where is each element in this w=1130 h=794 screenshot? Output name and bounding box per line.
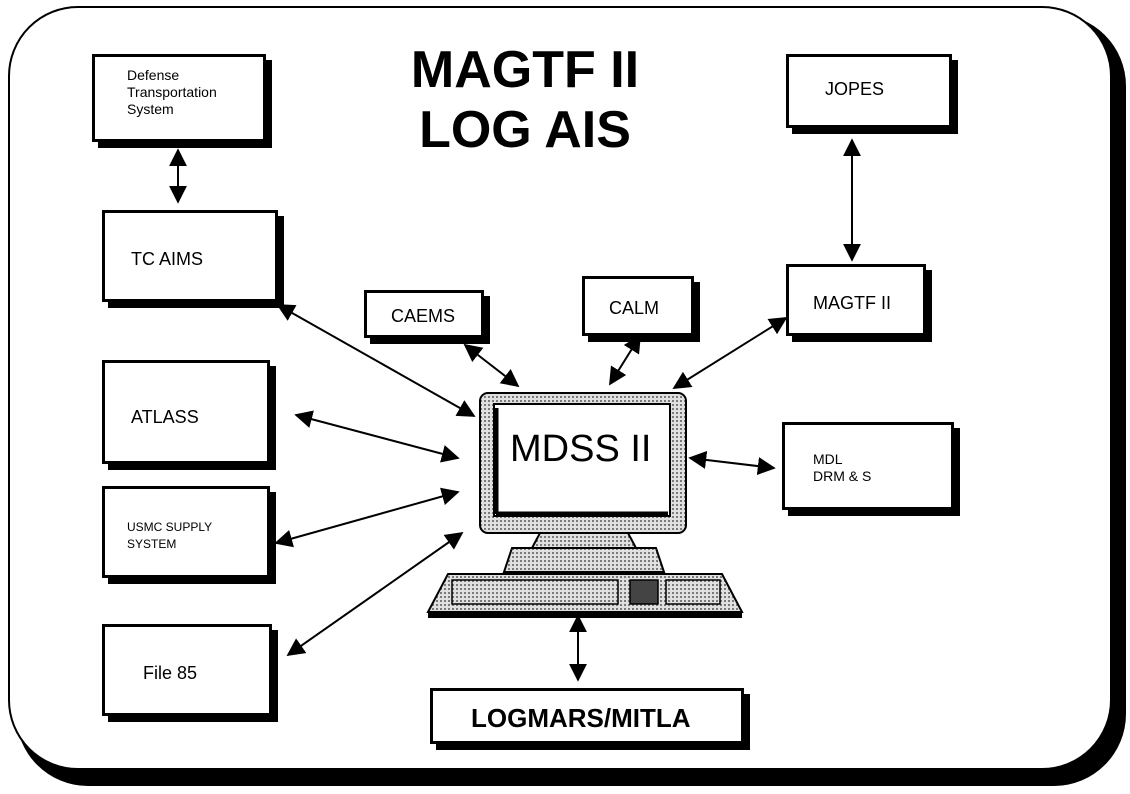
mdss-label: MDSS II xyxy=(510,428,652,470)
system-magtf2: MAGTF II xyxy=(786,264,926,336)
system-calm: CALM xyxy=(582,276,694,336)
system-file85: File 85 xyxy=(102,624,272,716)
arrow-mdss-mdl xyxy=(688,450,776,476)
system-caems-label: CAEMS xyxy=(391,306,456,326)
system-tcaims-label: TC AIMS xyxy=(131,249,204,269)
arrow-atlass-mdss xyxy=(294,410,460,463)
arrow-magtf-mdss xyxy=(672,317,788,389)
arrow-tcaims-mdss xyxy=(276,304,476,417)
system-calm-label: CALM xyxy=(609,298,660,318)
system-usmc-supply: USMC SUPPLY SYSTEM xyxy=(102,486,270,578)
system-dts-label: Defense Transportation System xyxy=(127,67,217,117)
system-magtf2-label: MAGTF II xyxy=(813,293,891,313)
system-logmars-label: LOGMARS/MITLA xyxy=(471,703,691,733)
system-caems: CAEMS xyxy=(364,290,484,338)
system-mdl: MDL DRM & S xyxy=(782,422,954,510)
system-jopes-label: JOPES xyxy=(825,79,885,99)
title-line-2: LOG AIS xyxy=(419,101,631,159)
system-logmars: LOGMARS/MITLA xyxy=(430,688,744,744)
diagram-title: MAGTF II LOG AIS xyxy=(380,40,670,160)
arrow-file85-mdss xyxy=(286,531,464,657)
system-mdl-label: MDL DRM & S xyxy=(813,451,872,484)
arrow-caems-mdss xyxy=(463,343,520,388)
system-file85-label: File 85 xyxy=(143,663,198,683)
title-line-1: MAGTF II xyxy=(410,41,640,99)
system-dts: Defense Transportation System xyxy=(92,54,266,142)
system-atlass: ATLASS xyxy=(102,360,270,464)
system-atlass-label: ATLASS xyxy=(131,407,199,427)
system-tcaims: TC AIMS xyxy=(102,210,278,302)
system-jopes: JOPES xyxy=(786,54,952,128)
system-usmc-supply-label: USMC SUPPLY SYSTEM xyxy=(127,520,213,551)
arrow-calm-mdss xyxy=(609,334,641,386)
